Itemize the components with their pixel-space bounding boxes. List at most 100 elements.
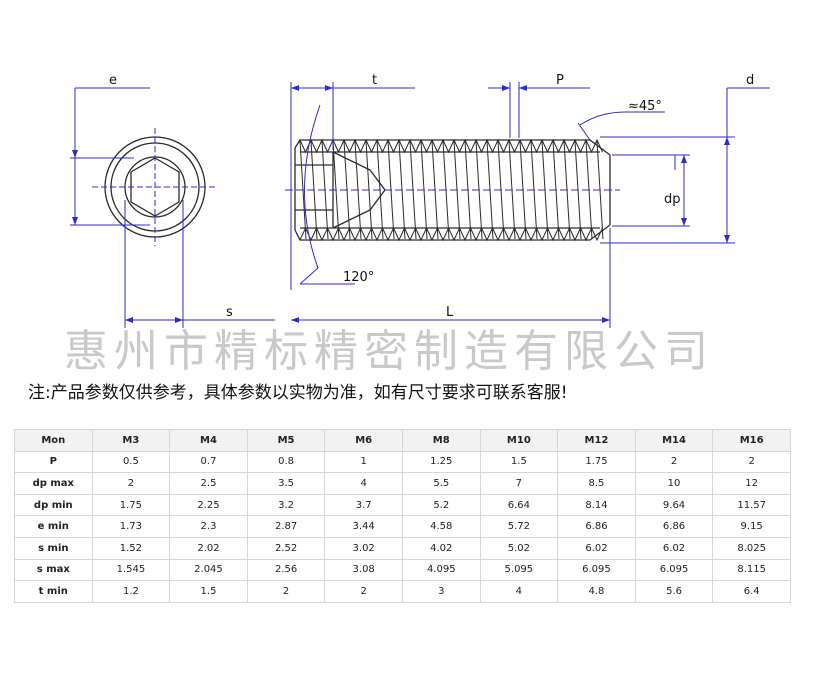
table-cell: 5.095	[479, 558, 559, 582]
table-cell: 1.73	[91, 515, 171, 538]
technical-drawing: e s t	[64, 73, 770, 372]
dimension-e: e	[70, 73, 150, 226]
table-cell: 4	[479, 580, 559, 603]
table-cell: 7	[479, 472, 559, 495]
table-cell: 3.7	[324, 493, 403, 517]
table-cell: 5.2	[401, 493, 481, 517]
table-header-cell: M10	[479, 429, 559, 452]
table-cell: 2.02	[169, 536, 248, 560]
table-cell: 5.6	[634, 580, 714, 603]
table-cell: 1.75	[557, 450, 636, 474]
table-cell: 2.3	[169, 515, 248, 538]
table-cell: 6.095	[557, 558, 636, 582]
table-cell: 6.86	[557, 515, 636, 538]
table-cell: 2.87	[246, 515, 326, 538]
dimension-pitch: P	[488, 73, 590, 138]
table-cell: 5.02	[479, 536, 559, 560]
label-p: P	[556, 73, 564, 88]
table-cell: 3	[401, 580, 481, 603]
table-row-label: P	[14, 450, 93, 474]
table-cell: 2	[324, 580, 403, 603]
table-cell: 12	[712, 472, 791, 495]
table-cell: 3.2	[246, 493, 326, 517]
table-cell: 2	[634, 450, 714, 474]
table-cell: 9.64	[634, 493, 714, 517]
table-header-cell: M5	[246, 429, 326, 452]
table-cell: 3.02	[324, 536, 403, 560]
table-cell: 6.095	[634, 558, 714, 582]
hex-socket	[130, 157, 180, 217]
table-cell: 2	[91, 472, 171, 495]
table-cell: 1.545	[91, 558, 171, 582]
table-cell: 4.58	[401, 515, 481, 538]
table-header-cell: M4	[169, 429, 248, 452]
table-header-cell: M3	[91, 429, 171, 452]
table-header-cell: M14	[634, 429, 714, 452]
table-cell: 1.5	[169, 580, 248, 603]
table-cell: 1.5	[479, 450, 559, 474]
table-header-cell: M12	[557, 429, 636, 452]
table-row-label: e min	[14, 515, 93, 538]
table-cell: 11.57	[712, 493, 791, 517]
table-cell: 8.115	[712, 558, 791, 582]
table-row-label: dp max	[14, 472, 93, 495]
table-cell: 3.08	[324, 558, 403, 582]
dimension-t: t	[290, 73, 415, 290]
table-cell: 1.2	[91, 580, 171, 603]
table-cell: 2	[712, 450, 791, 474]
table-row-label: dp min	[14, 493, 93, 517]
table-cell: 6.02	[634, 536, 714, 560]
table-cell: 4	[324, 472, 403, 495]
table-cell: 6.4	[712, 580, 791, 603]
table-row-label: t min	[14, 580, 93, 603]
table-header-cell: M6	[324, 429, 403, 452]
table-header-label: Mon	[14, 429, 93, 452]
label-e: e	[109, 73, 117, 88]
table-cell: 2.56	[246, 558, 326, 582]
table-cell: 0.5	[91, 450, 171, 474]
table-cell: 1.75	[91, 493, 171, 517]
table-cell: 1.25	[401, 450, 481, 474]
table-cell: 6.64	[479, 493, 559, 517]
table-cell: 2.5	[169, 472, 248, 495]
table-cell: 4.095	[401, 558, 481, 582]
table-cell: 8.5	[557, 472, 636, 495]
end-view	[92, 128, 218, 246]
table-cell: 0.8	[246, 450, 326, 474]
thread-crest-bottom	[299, 226, 603, 242]
disclaimer-note: 注:产品参数仅供参考，具体参数以实物为准，如有尺寸要求可联系客服!	[28, 383, 568, 403]
dimension-d: d	[600, 73, 770, 244]
dimension-L: L	[291, 228, 611, 328]
label-angle-120: 120°	[343, 270, 374, 285]
dimension-s: s	[124, 200, 275, 328]
thread-lines	[299, 138, 604, 242]
table-cell: 2	[246, 580, 326, 603]
table-cell: 2.25	[169, 493, 248, 517]
table-cell: 2.52	[246, 536, 326, 560]
table-cell: 1	[324, 450, 403, 474]
label-L: L	[446, 305, 454, 320]
dimension-angle-120: 120°	[299, 104, 374, 285]
thread-crest-top	[299, 138, 603, 154]
label-angle-45: ≈45°	[628, 99, 662, 114]
table-cell: 6.86	[634, 515, 714, 538]
table-cell: 9.15	[712, 515, 791, 538]
table-row-label: s max	[14, 558, 93, 582]
label-d: d	[746, 73, 754, 88]
table-cell: 4.02	[401, 536, 481, 560]
table-cell: 4.8	[557, 580, 636, 603]
table-cell: 8.025	[712, 536, 791, 560]
table-cell: 6.02	[557, 536, 636, 560]
table-header-cell: M8	[401, 429, 481, 452]
dimension-dp: dp	[612, 154, 690, 227]
table-cell: 0.7	[169, 450, 248, 474]
label-t: t	[372, 73, 377, 88]
